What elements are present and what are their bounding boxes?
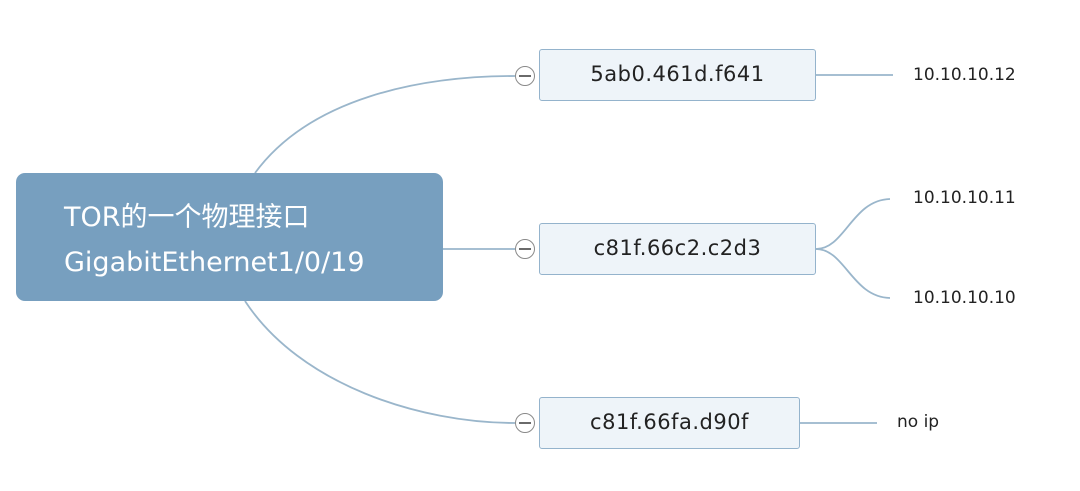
collapse-icon[interactable]	[515, 66, 535, 86]
mac-node[interactable]: c81f.66c2.c2d3	[539, 223, 816, 275]
connector-root-to-mac-1	[254, 75, 516, 174]
connector-mac-2-to-ip-1	[815, 198, 891, 250]
root-node[interactable]: TOR的一个物理接口 GigabitEthernet1/0/19	[16, 173, 443, 301]
collapse-icon[interactable]	[515, 239, 535, 259]
ip-label[interactable]: no ip	[897, 412, 940, 432]
ip-label[interactable]: 10.10.10.11	[913, 188, 1016, 208]
connector-mac-2-to-ip-2	[815, 248, 891, 299]
connector-root-to-mac-3	[244, 300, 516, 424]
mac-node[interactable]: 5ab0.461d.f641	[539, 49, 816, 101]
mac-node[interactable]: c81f.66fa.d90f	[539, 397, 800, 449]
root-interface-name: GigabitEthernet1/0/19	[64, 247, 365, 278]
root-title: TOR的一个物理接口	[64, 202, 310, 233]
ip-label[interactable]: 10.10.10.12	[913, 65, 1016, 85]
collapse-icon[interactable]	[515, 413, 535, 433]
ip-label[interactable]: 10.10.10.10	[913, 288, 1016, 308]
